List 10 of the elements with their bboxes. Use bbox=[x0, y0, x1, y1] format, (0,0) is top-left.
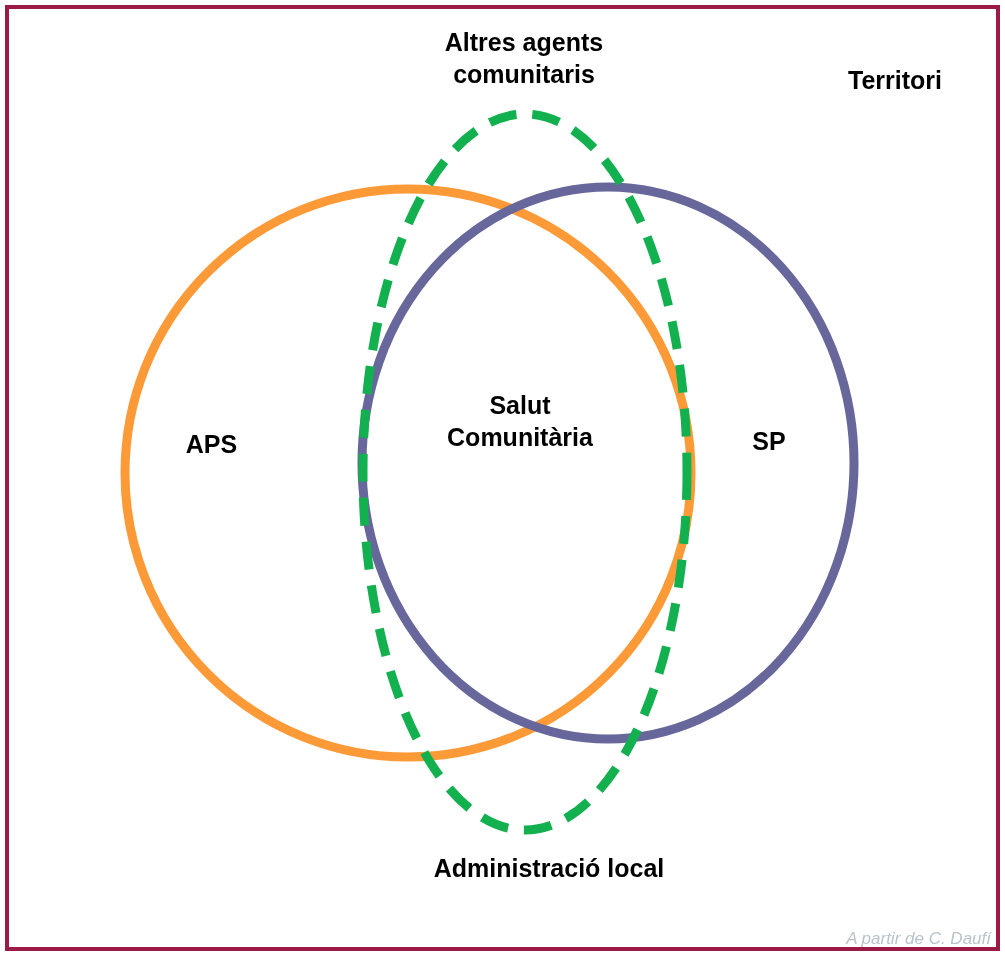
circle-outline bbox=[357, 182, 859, 744]
set-label: SP bbox=[751, 426, 787, 457]
set-label: APS bbox=[184, 429, 239, 460]
region-frame bbox=[5, 5, 1000, 951]
set-label: Altres agents comunitaris bbox=[443, 27, 605, 90]
circle-outline bbox=[120, 184, 696, 762]
source-note: A partir de C. Daufí bbox=[846, 929, 991, 949]
set-label: Administració local bbox=[432, 853, 666, 884]
intersection-label: Salut Comunitària bbox=[446, 390, 594, 453]
region-title: Territori bbox=[847, 65, 943, 96]
